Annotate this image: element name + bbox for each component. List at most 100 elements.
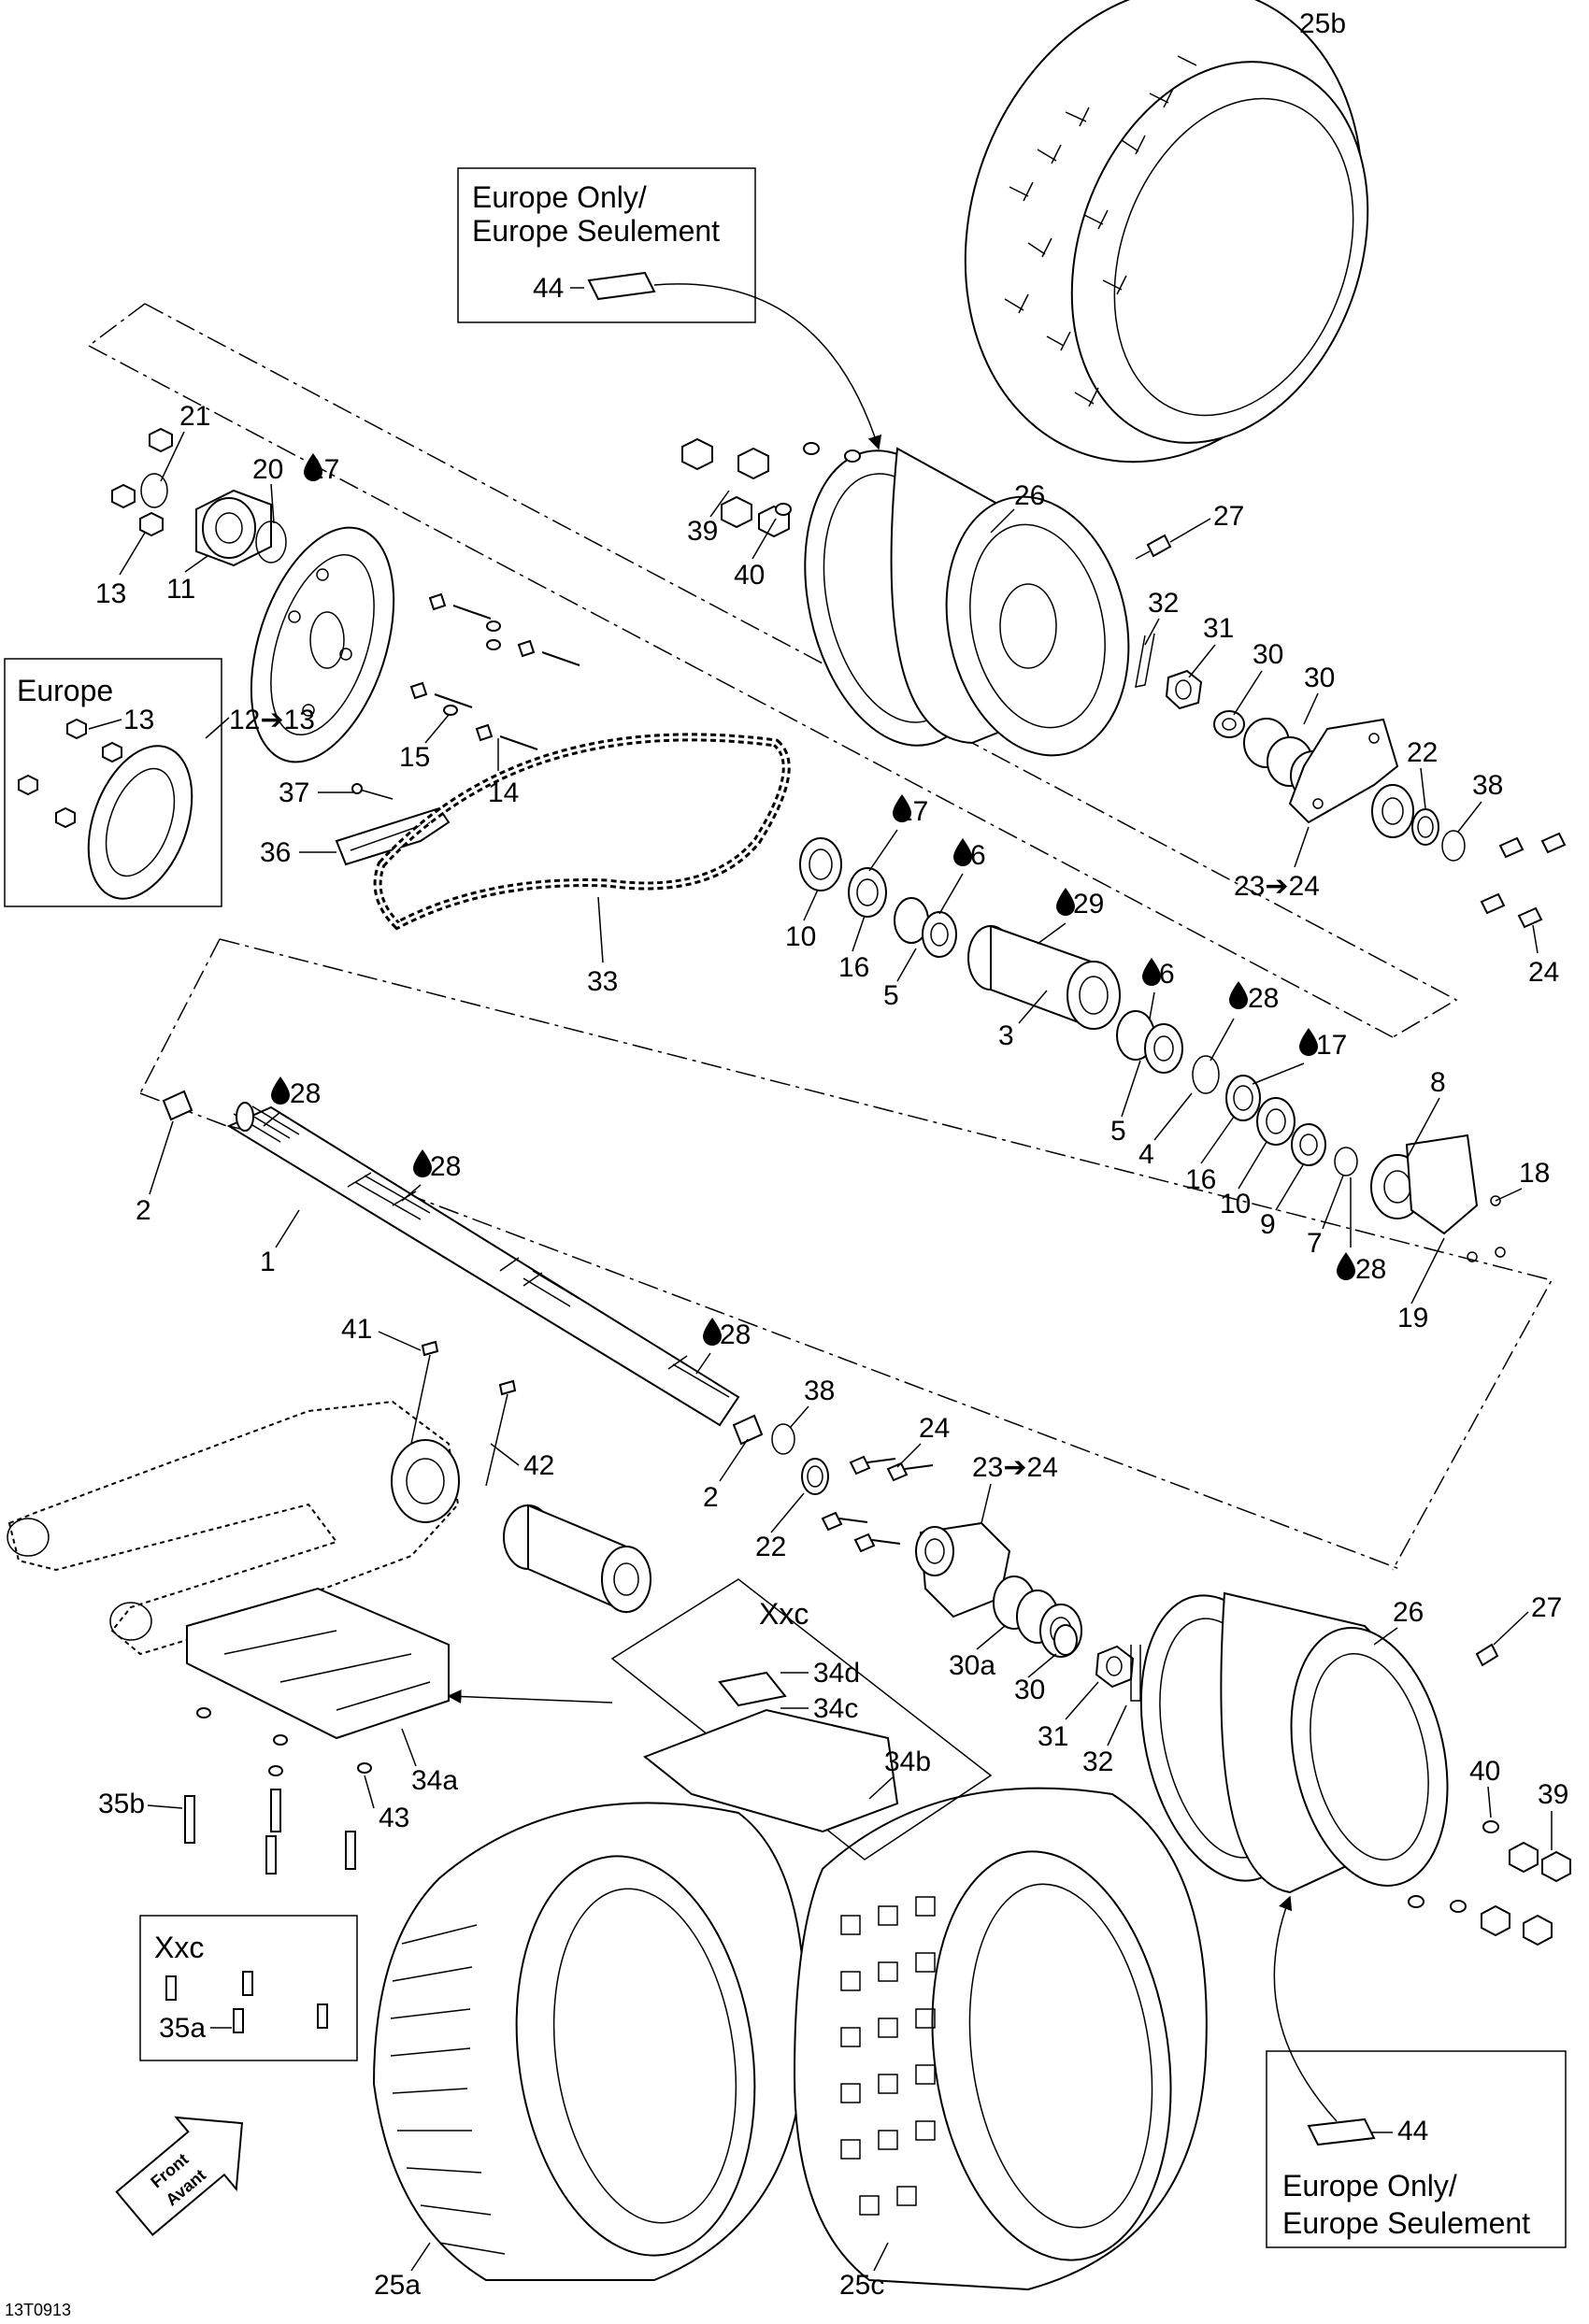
cotter-pin-32-top[interactable] — [1135, 633, 1155, 688]
tire-25b[interactable] — [900, 0, 1426, 518]
lubricant-drop-icon — [953, 838, 972, 866]
callout-16-top: 16 — [838, 952, 869, 983]
bolt-42[interactable] — [485, 1379, 517, 1487]
spacer-2-right[interactable] — [732, 1414, 764, 1446]
bearing-stack[interactable] — [799, 837, 957, 958]
figure-code: 13T0913 — [5, 2301, 71, 2319]
wheel-hub-23-top[interactable] — [1288, 718, 1414, 838]
oring-7[interactable] — [1334, 1147, 1358, 1176]
callout-39-top: 39 — [687, 516, 718, 547]
callout-5-bottom: 5 — [1110, 1116, 1126, 1147]
box-europe-only-bottom-line2: Europe Seulement — [1282, 2206, 1530, 2240]
oring-21[interactable] — [140, 473, 168, 508]
callout-6-top: 6 — [970, 840, 986, 871]
callout-9: 9 — [1260, 1209, 1276, 1240]
seal-22-bottom[interactable] — [801, 1458, 829, 1495]
callout-3: 3 — [998, 1020, 1014, 1051]
callout-22-bottom: 22 — [755, 1532, 786, 1562]
callout-34c: 34c — [813, 1693, 858, 1724]
bearing-stack-right[interactable] — [1116, 1010, 1296, 1146]
callout-35a: 35a — [159, 2013, 206, 2044]
callout-19: 19 — [1397, 1303, 1428, 1333]
washer-30-bottom[interactable] — [1053, 1624, 1078, 1656]
lubricant-drop-icon — [271, 1076, 290, 1105]
oring-38-top[interactable] — [1441, 830, 1466, 862]
box-europe-only-top-line2: Europe Seulement — [472, 214, 720, 248]
bearing-cap-9[interactable] — [1291, 1123, 1326, 1166]
callout-32-bottom: 32 — [1082, 1747, 1113, 1777]
washers-15[interactable] — [443, 620, 501, 716]
callout-40-top: 40 — [734, 560, 765, 591]
box-europe-only-bottom-line1: Europe Only/ — [1282, 2169, 1457, 2203]
box-europe-only-bottom: 44 Europe Only/ Europe Seulement — [1266, 1895, 1567, 2248]
washer-30-top[interactable] — [1213, 710, 1245, 738]
screws-43[interactable] — [196, 1707, 372, 1776]
swing-arm[interactable] — [7, 1400, 460, 1656]
callout-13: 13 — [95, 578, 126, 609]
callout-25c: 25c — [839, 2270, 884, 2301]
callout-30-top-b: 30 — [1304, 663, 1335, 693]
callout-35b: 35b — [98, 1789, 145, 1819]
callout-26-bottom: 26 — [1393, 1597, 1424, 1628]
oring-38-bottom[interactable] — [771, 1423, 795, 1455]
bolts-35b[interactable] — [184, 1789, 356, 1875]
lubricant-drop-icon — [1142, 958, 1161, 986]
valve-stem-27-top[interactable] — [1135, 534, 1172, 560]
box-xxc-bolts-title: Xxc — [154, 1931, 204, 1964]
tire-25c[interactable] — [793, 1787, 1208, 2291]
wheel-nuts-39-bottom[interactable] — [1481, 1841, 1571, 1946]
callout-23-top: 23➔24 — [1234, 871, 1320, 902]
oring-20[interactable] — [255, 520, 287, 563]
hub-nut-31-top[interactable] — [1165, 669, 1203, 710]
box-xxc-skid-title: Xxc — [759, 1597, 809, 1631]
callout-31-bottom: 31 — [1038, 1721, 1068, 1752]
nuts-13[interactable] — [111, 427, 173, 537]
callout-1: 1 — [260, 1247, 276, 1277]
bolt-41[interactable] — [410, 1340, 439, 1445]
callout-28-shaft-left: 28 — [290, 1078, 321, 1109]
drive-chain-33[interactable] — [373, 733, 791, 931]
bolts-24-bottom[interactable] — [821, 1455, 934, 1553]
callout-15: 15 — [399, 742, 430, 773]
wheel-washers-40-bottom[interactable] — [1408, 1820, 1499, 1913]
valve-stem-27-bottom[interactable] — [1475, 1643, 1499, 1667]
box-europe-sprocket: Europe — [4, 658, 222, 907]
bolts-14[interactable] — [409, 592, 580, 750]
bearing-housing-3[interactable] — [967, 924, 1121, 1030]
callout-28-shaft-mid: 28 — [430, 1151, 461, 1182]
spacer-2-left[interactable] — [162, 1090, 193, 1121]
lubricant-drop-icon — [1299, 1028, 1318, 1056]
cover-19[interactable] — [1405, 1133, 1506, 1262]
label-44-icon — [587, 271, 656, 301]
seal-22-top[interactable] — [1411, 808, 1439, 846]
screw-37[interactable] — [351, 783, 394, 800]
callout-22-top: 22 — [1407, 737, 1438, 768]
tire-25a[interactable] — [372, 1802, 807, 2281]
box-europe-only-top-line1: Europe Only/ — [472, 180, 647, 214]
lubricant-drop-icon — [893, 794, 911, 822]
callout-30-top: 30 — [1253, 639, 1283, 670]
pivot-bushing[interactable] — [503, 1504, 651, 1614]
callout-31-top: 31 — [1203, 613, 1234, 644]
lubricant-drop-icon — [1056, 888, 1075, 916]
box-xxc-skid: Xxc — [610, 1578, 993, 1861]
axle-shaft-1[interactable] — [226, 1102, 740, 1427]
box-europe-title: Europe — [17, 674, 113, 707]
rim-26-bottom[interactable] — [1117, 1580, 1470, 1901]
callout-16-bottom: 16 — [1185, 1164, 1216, 1195]
rim-26-top[interactable] — [780, 434, 1152, 773]
wheel-washers-40-top[interactable] — [775, 442, 861, 516]
hub-nut-31-bottom[interactable] — [1095, 1645, 1135, 1689]
bolts-24-top[interactable] — [1480, 832, 1567, 929]
callout-23-bottom: 23➔24 — [972, 1452, 1058, 1483]
sprocket-12[interactable] — [224, 509, 421, 779]
callout-2-right: 2 — [703, 1482, 719, 1513]
callout-27-top: 27 — [1213, 501, 1244, 532]
wheel-hub-23-bottom[interactable] — [915, 1521, 1011, 1618]
cotter-pin-32-bottom[interactable] — [1130, 1645, 1141, 1702]
sprocket-hub-11[interactable] — [195, 489, 272, 567]
skid-plate-34a[interactable] — [186, 1587, 450, 1740]
callout-41: 41 — [341, 1314, 372, 1345]
callout-10-bottom: 10 — [1220, 1189, 1251, 1219]
